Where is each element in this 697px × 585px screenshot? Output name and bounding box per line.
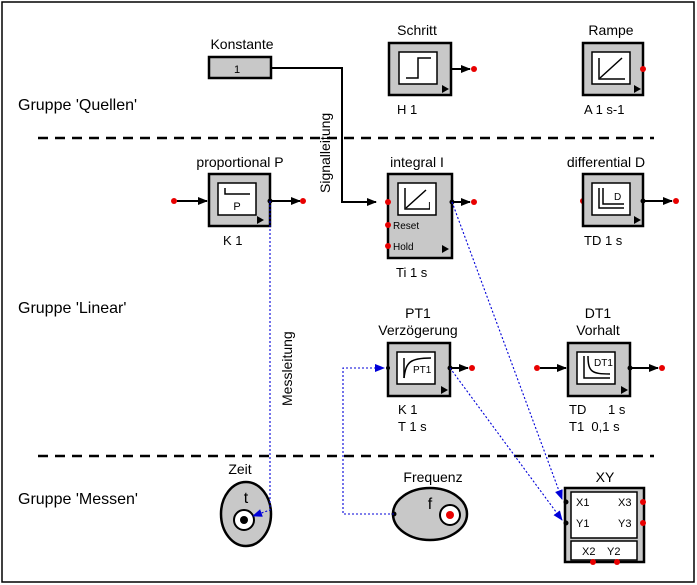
differential-block[interactable]: differential D D TD 1 s bbox=[567, 154, 679, 248]
frequenz-block[interactable]: Frequenz f bbox=[391, 469, 469, 542]
konstante-title: Konstante bbox=[210, 36, 273, 52]
pt1-title: PT1 bbox=[405, 305, 431, 321]
proportional-symbol-icon bbox=[224, 188, 250, 195]
frequenz-title: Frequenz bbox=[403, 469, 462, 485]
integral-hold-pin[interactable] bbox=[385, 243, 391, 249]
integral-to-xy-wire[interactable] bbox=[451, 201, 563, 500]
messleitung-label: Messleitung bbox=[279, 331, 295, 406]
xy-y2-label: Y2 bbox=[607, 546, 620, 558]
proportional-block[interactable]: proportional P P K 1 bbox=[171, 154, 306, 248]
dt1-output-pin[interactable] bbox=[659, 365, 665, 371]
dt1-param-t1: T1 0,1 s bbox=[569, 419, 620, 434]
proportional-param: K 1 bbox=[223, 233, 243, 248]
integral-reset-pin[interactable] bbox=[385, 222, 391, 228]
rampe-block[interactable]: Rampe A 1 s-1 bbox=[581, 22, 646, 117]
schritt-output-pin[interactable] bbox=[471, 66, 477, 72]
xy-x2-label: X2 bbox=[582, 546, 595, 558]
pt1-param-k: K 1 bbox=[398, 402, 418, 417]
xy-x3-label: X3 bbox=[618, 497, 631, 509]
integral-param: Ti 1 s bbox=[396, 265, 428, 280]
pt1-to-xy-wire[interactable] bbox=[449, 367, 563, 521]
integral-block[interactable]: integral I I Reset Hold Ti 1 s bbox=[385, 154, 477, 280]
proportional-output-pin[interactable] bbox=[300, 198, 306, 204]
proportional-input-pin[interactable] bbox=[171, 198, 177, 204]
signalleitung-label: Signalleitung bbox=[317, 113, 333, 193]
group-label-linear: Gruppe 'Linear' bbox=[18, 300, 126, 317]
xy-y3-label: Y3 bbox=[618, 518, 631, 530]
integral-input-pin[interactable] bbox=[385, 199, 391, 205]
xy-x3-pin[interactable] bbox=[640, 499, 646, 505]
ramp-symbol-icon bbox=[599, 57, 623, 79]
svg-text:PT1: PT1 bbox=[413, 365, 432, 376]
differential-output-pin[interactable] bbox=[673, 198, 679, 204]
dt1-input-pin[interactable] bbox=[534, 365, 540, 371]
messleitung-wire[interactable] bbox=[252, 201, 271, 517]
svg-text:D: D bbox=[614, 192, 621, 203]
integral-output-pin[interactable] bbox=[471, 199, 477, 205]
group-label-quellen: Gruppe 'Quellen' bbox=[18, 97, 137, 114]
xy-y2-pin[interactable] bbox=[614, 559, 620, 565]
konstante-block[interactable]: Konstante 1 bbox=[207, 36, 274, 80]
dt1-param-td: TD 1 s bbox=[569, 402, 626, 417]
differential-symbol-icon bbox=[602, 188, 624, 205]
svg-text:DT1: DT1 bbox=[594, 358, 613, 369]
integral-reset-label: Reset bbox=[393, 221, 419, 232]
frequenz-measure-wire[interactable] bbox=[342, 364, 394, 515]
rampe-param: A 1 s-1 bbox=[584, 102, 624, 117]
dt1-title: DT1 bbox=[585, 305, 612, 321]
xy-y1-label: Y1 bbox=[576, 518, 589, 530]
step-symbol-icon bbox=[406, 57, 431, 79]
konstante-value: 1 bbox=[234, 64, 240, 76]
xy-x2-pin[interactable] bbox=[590, 559, 596, 565]
zeit-block[interactable]: Zeit t bbox=[219, 461, 273, 548]
proportional-title: proportional P bbox=[196, 154, 283, 170]
integral-title: integral I bbox=[390, 154, 444, 170]
differential-title: differential D bbox=[567, 154, 645, 170]
signalleitung-wire[interactable] bbox=[271, 67, 377, 206]
pt1-block[interactable]: PT1 Verzögerung PT1 K 1 T 1 s bbox=[378, 305, 475, 434]
rampe-title: Rampe bbox=[588, 22, 633, 38]
svg-text:I: I bbox=[428, 201, 431, 212]
xy-y3-pin[interactable] bbox=[640, 520, 646, 526]
svg-text:P: P bbox=[233, 201, 240, 213]
group-label-messen: Gruppe 'Messen' bbox=[18, 491, 138, 508]
schritt-title: Schritt bbox=[397, 22, 437, 38]
xy-block[interactable]: XY X1 X3 Y1 Y3 X2 Y2 bbox=[563, 469, 647, 565]
dt1-symbol-icon bbox=[587, 355, 611, 375]
differential-param: TD 1 s bbox=[584, 233, 623, 248]
zeit-symbol: t bbox=[244, 490, 249, 507]
schritt-block[interactable]: Schritt H 1 bbox=[387, 22, 477, 117]
xy-x1-label: X1 bbox=[576, 497, 589, 509]
integral-hold-label: Hold bbox=[393, 242, 414, 253]
frequenz-symbol: f bbox=[428, 496, 433, 513]
schritt-param: H 1 bbox=[397, 102, 417, 117]
dt1-block[interactable]: DT1 Vorhalt DT1 TD 1 s T1 0,1 s bbox=[534, 305, 665, 434]
pt1-subtitle: Verzögerung bbox=[378, 322, 457, 338]
integral-symbol-icon bbox=[405, 189, 427, 209]
rampe-output-pin[interactable] bbox=[640, 66, 646, 72]
pt1-output-pin[interactable] bbox=[469, 365, 475, 371]
xy-title: XY bbox=[596, 469, 615, 485]
pt1-param-t: T 1 s bbox=[398, 419, 427, 434]
zeit-title: Zeit bbox=[228, 461, 251, 477]
dt1-subtitle: Vorhalt bbox=[576, 322, 620, 338]
